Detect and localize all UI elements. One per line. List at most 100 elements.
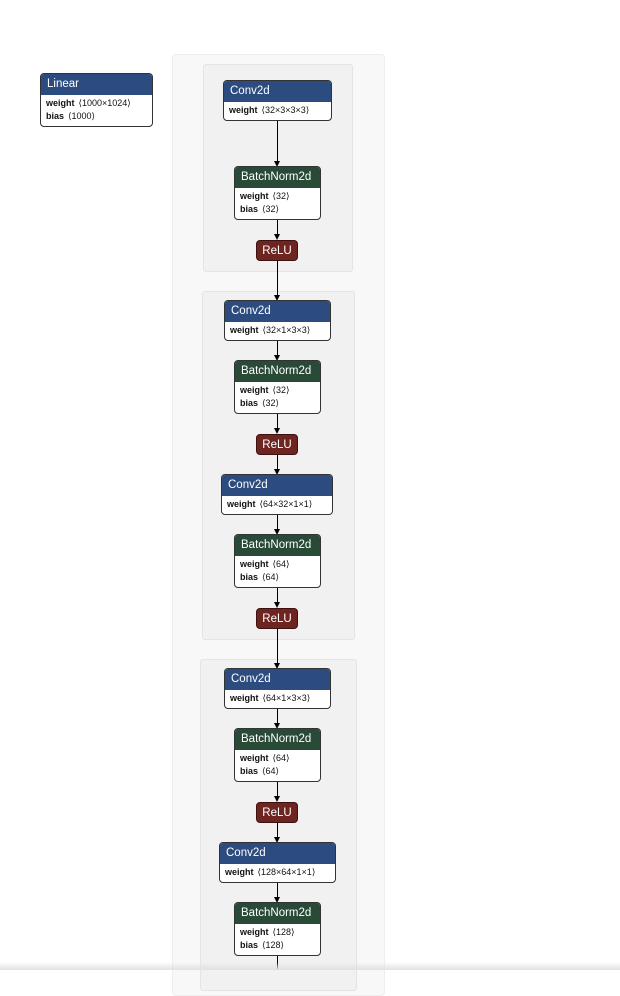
edge-arrow bbox=[274, 234, 280, 240]
param-shape: ⟨64⟩ bbox=[262, 572, 280, 582]
batchnorm2d-node[interactable]: BatchNorm2d weight⟨64⟩ bias⟨64⟩ bbox=[234, 534, 321, 588]
param-row: weight⟨32×3×3×3⟩ bbox=[229, 104, 326, 117]
param-shape: ⟨128⟩ bbox=[272, 927, 295, 937]
conv2d-node-title: Conv2d bbox=[224, 81, 331, 102]
edge-arrow bbox=[274, 295, 280, 301]
edge bbox=[277, 341, 278, 355]
conv2d-node[interactable]: Conv2d weight⟨32×3×3×3⟩ bbox=[223, 80, 332, 121]
edge-arrow bbox=[274, 529, 280, 535]
conv2d-node[interactable]: Conv2d weight⟨64×1×3×3⟩ bbox=[224, 668, 331, 709]
viewport-bottom-shadow bbox=[0, 962, 620, 970]
param-shape: ⟨64⟩ bbox=[262, 766, 280, 776]
param-name: weight bbox=[240, 385, 269, 395]
param-name: bias bbox=[240, 204, 259, 214]
batchnorm2d-node-params: weight⟨128⟩ bias⟨128⟩ bbox=[235, 924, 320, 955]
linear-node-title: Linear bbox=[41, 74, 152, 95]
conv2d-node-params: weight⟨64×1×3×3⟩ bbox=[225, 690, 330, 708]
batchnorm2d-node-title: BatchNorm2d bbox=[235, 903, 320, 924]
param-shape: ⟨32⟩ bbox=[272, 191, 290, 201]
param-shape: ⟨1000×1024⟩ bbox=[78, 98, 131, 108]
batchnorm2d-node-title: BatchNorm2d bbox=[235, 361, 320, 382]
edge bbox=[277, 121, 278, 161]
batchnorm2d-node-title: BatchNorm2d bbox=[235, 167, 320, 188]
param-name: weight bbox=[227, 499, 256, 509]
param-row: weight⟨64×1×3×3⟩ bbox=[230, 692, 325, 705]
edge-arrow bbox=[274, 796, 280, 802]
batchnorm2d-node[interactable]: BatchNorm2d weight⟨32⟩ bias⟨32⟩ bbox=[234, 360, 321, 414]
conv2d-node-params: weight⟨32×3×3×3⟩ bbox=[224, 102, 331, 120]
param-name: weight bbox=[240, 927, 269, 937]
param-name: bias bbox=[46, 111, 65, 121]
batchnorm2d-node-title: BatchNorm2d bbox=[235, 535, 320, 556]
param-row: weight⟨128×64×1×1⟩ bbox=[225, 866, 330, 879]
param-shape: ⟨64×1×3×3⟩ bbox=[262, 693, 311, 703]
param-row: weight⟨32⟩ bbox=[240, 384, 315, 397]
conv2d-node[interactable]: Conv2d weight⟨64×32×1×1⟩ bbox=[221, 474, 333, 515]
param-name: bias bbox=[240, 572, 259, 582]
param-row: weight⟨128⟩ bbox=[240, 926, 315, 939]
batchnorm2d-node-params: weight⟨64⟩ bias⟨64⟩ bbox=[235, 556, 320, 587]
conv2d-node[interactable]: Conv2d weight⟨128×64×1×1⟩ bbox=[219, 842, 336, 883]
batchnorm2d-node[interactable]: BatchNorm2d weight⟨32⟩ bias⟨32⟩ bbox=[234, 166, 321, 220]
param-shape: ⟨32⟩ bbox=[262, 398, 280, 408]
edge-arrow bbox=[274, 837, 280, 843]
param-name: bias bbox=[240, 398, 259, 408]
param-row: bias⟨64⟩ bbox=[240, 765, 315, 778]
relu-node[interactable]: ReLU bbox=[256, 240, 298, 261]
edge-arrow bbox=[274, 723, 280, 729]
batchnorm2d-node[interactable]: BatchNorm2d weight⟨64⟩ bias⟨64⟩ bbox=[234, 728, 321, 782]
param-shape: ⟨64⟩ bbox=[272, 559, 290, 569]
edge-arrow bbox=[274, 663, 280, 669]
param-shape: ⟨32⟩ bbox=[272, 385, 290, 395]
conv2d-node[interactable]: Conv2d weight⟨32×1×3×3⟩ bbox=[224, 300, 331, 341]
param-row: weight⟨32⟩ bbox=[240, 190, 315, 203]
relu-node[interactable]: ReLU bbox=[256, 608, 298, 629]
batchnorm2d-node-title: BatchNorm2d bbox=[235, 729, 320, 750]
param-name: bias bbox=[240, 940, 259, 950]
edge bbox=[277, 709, 278, 723]
param-row: weight⟨32×1×3×3⟩ bbox=[230, 324, 325, 337]
param-name: weight bbox=[230, 325, 259, 335]
edge bbox=[277, 455, 278, 469]
param-shape: ⟨128×64×1×1⟩ bbox=[257, 867, 316, 877]
param-name: bias bbox=[240, 766, 259, 776]
edge bbox=[277, 782, 278, 796]
param-row: bias⟨32⟩ bbox=[240, 203, 315, 216]
linear-node[interactable]: Linear weight⟨1000×1024⟩ bias⟨1000⟩ bbox=[40, 73, 153, 127]
conv2d-node-title: Conv2d bbox=[225, 669, 330, 690]
linear-node-params: weight⟨1000×1024⟩ bias⟨1000⟩ bbox=[41, 95, 152, 126]
param-shape: ⟨32×3×3×3⟩ bbox=[261, 105, 310, 115]
edge-arrow bbox=[274, 161, 280, 167]
param-row: bias⟨1000⟩ bbox=[46, 110, 147, 123]
edge bbox=[277, 883, 278, 897]
param-name: weight bbox=[240, 753, 269, 763]
edge-arrow bbox=[274, 428, 280, 434]
param-row: weight⟨1000×1024⟩ bbox=[46, 97, 147, 110]
edge bbox=[277, 823, 278, 837]
conv2d-node-title: Conv2d bbox=[222, 475, 332, 496]
edge bbox=[277, 588, 278, 602]
relu-node[interactable]: ReLU bbox=[256, 802, 298, 823]
edge-arrow bbox=[274, 897, 280, 903]
param-row: weight⟨64×32×1×1⟩ bbox=[227, 498, 327, 511]
conv2d-node-title: Conv2d bbox=[220, 843, 335, 864]
param-shape: ⟨32⟩ bbox=[262, 204, 280, 214]
param-name: weight bbox=[229, 105, 258, 115]
edge-arrow bbox=[274, 469, 280, 475]
edge bbox=[277, 220, 278, 234]
conv2d-node-params: weight⟨64×32×1×1⟩ bbox=[222, 496, 332, 514]
batchnorm2d-node-params: weight⟨32⟩ bias⟨32⟩ bbox=[235, 188, 320, 219]
batchnorm2d-node[interactable]: BatchNorm2d weight⟨128⟩ bias⟨128⟩ bbox=[234, 902, 321, 956]
batchnorm2d-node-params: weight⟨32⟩ bias⟨32⟩ bbox=[235, 382, 320, 413]
param-row: weight⟨64⟩ bbox=[240, 558, 315, 571]
relu-node[interactable]: ReLU bbox=[256, 434, 298, 455]
batchnorm2d-node-params: weight⟨64⟩ bias⟨64⟩ bbox=[235, 750, 320, 781]
edge bbox=[277, 414, 278, 428]
param-row: bias⟨64⟩ bbox=[240, 571, 315, 584]
param-row: bias⟨128⟩ bbox=[240, 939, 315, 952]
param-name: weight bbox=[240, 559, 269, 569]
edge-arrow bbox=[274, 602, 280, 608]
param-shape: ⟨64⟩ bbox=[272, 753, 290, 763]
conv2d-node-title: Conv2d bbox=[225, 301, 330, 322]
edge-arrow bbox=[274, 355, 280, 361]
